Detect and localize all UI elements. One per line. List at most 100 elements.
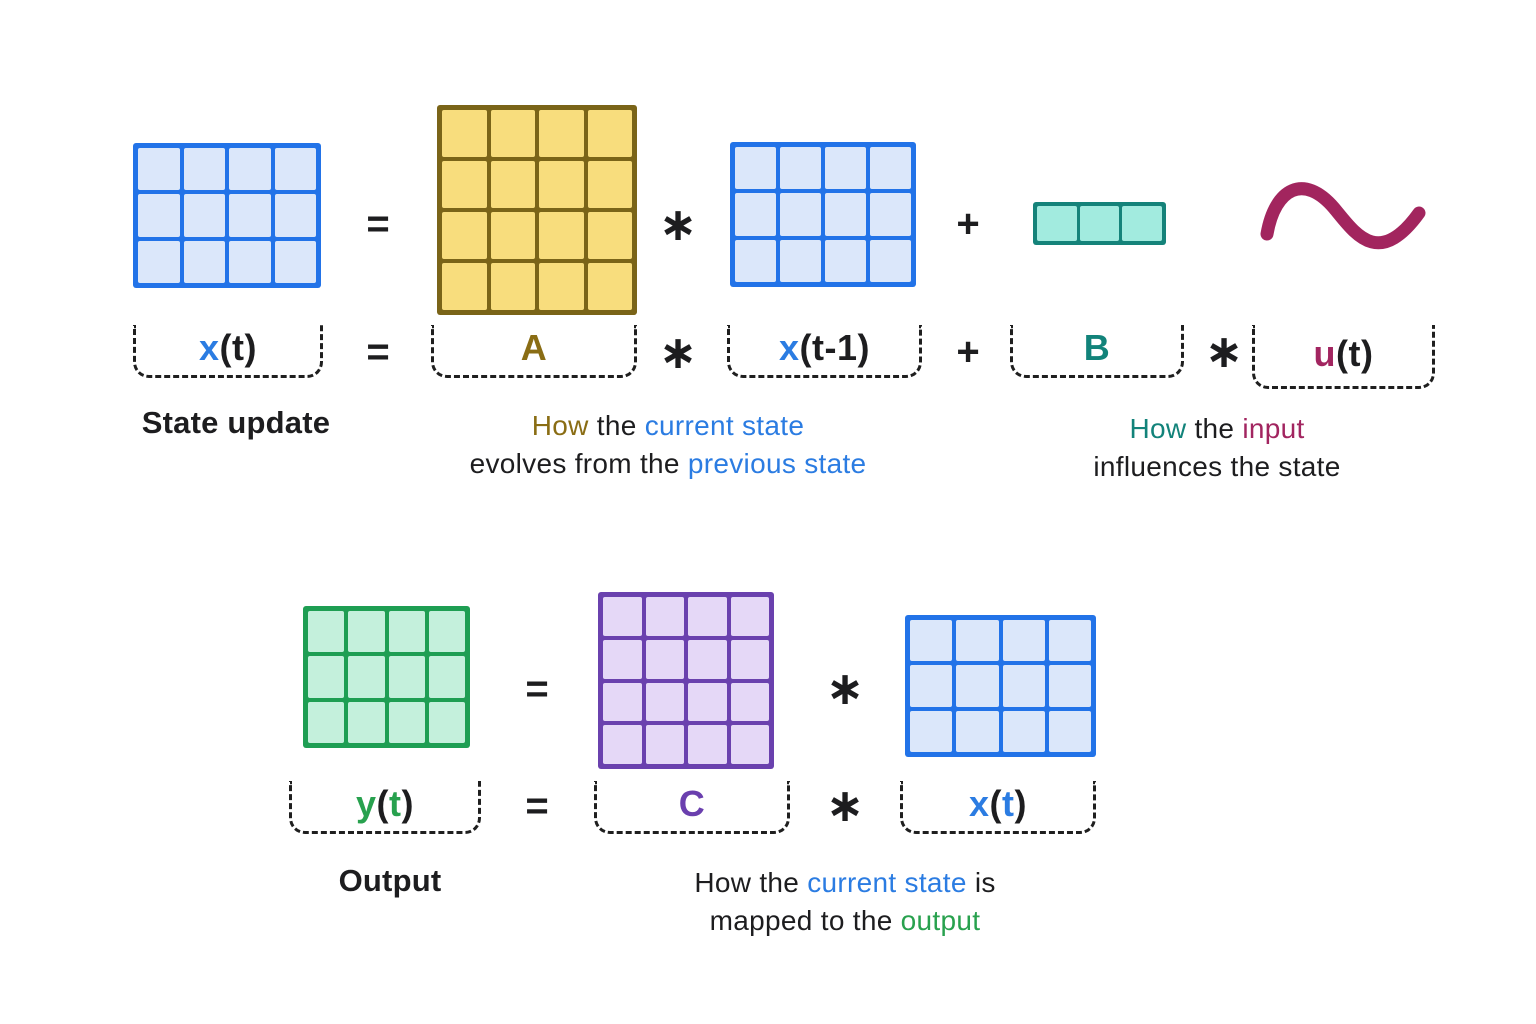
matrix-cell bbox=[308, 656, 345, 698]
matrix-cell bbox=[490, 161, 535, 208]
matrix-cell bbox=[730, 682, 769, 722]
label-c: C bbox=[678, 783, 706, 824]
label-b: B bbox=[1083, 327, 1111, 368]
equals-sign: = bbox=[366, 330, 390, 374]
matrix-cell bbox=[730, 597, 769, 636]
label-y-t: y(t) bbox=[355, 783, 415, 824]
caption-mapped-line1: How the current state is bbox=[694, 867, 996, 898]
matrix-x-t bbox=[133, 143, 321, 288]
matrix-cell bbox=[1048, 710, 1091, 752]
matrix-cell bbox=[603, 725, 642, 764]
matrix-cell bbox=[1048, 620, 1091, 662]
matrix-cell bbox=[910, 620, 953, 662]
matrix-cell bbox=[587, 110, 632, 157]
matrix-cell bbox=[1002, 665, 1045, 707]
label-box-x-t-output: x(t) bbox=[900, 781, 1096, 834]
label-box-u-t: u(t) bbox=[1252, 325, 1435, 389]
matrix-cell bbox=[645, 639, 684, 679]
caption-input-line2: influences the state bbox=[1093, 451, 1341, 482]
matrix-cell bbox=[587, 161, 632, 208]
matrix-cell bbox=[539, 263, 584, 310]
asterisk-icon: ∗ bbox=[825, 661, 865, 715]
plus-sign: + bbox=[956, 202, 980, 246]
asterisk-icon: ∗ bbox=[658, 325, 698, 379]
caption-evolves-line1: How the current state bbox=[531, 410, 805, 441]
matrix-a bbox=[437, 105, 637, 315]
matrix-cell bbox=[735, 147, 776, 190]
matrix-cell bbox=[645, 597, 684, 636]
label-box-x-t-minus-1: x(t-1) bbox=[727, 325, 922, 378]
matrix-cell bbox=[308, 701, 345, 743]
matrix-cell bbox=[388, 656, 425, 698]
matrix-cell bbox=[1037, 206, 1077, 241]
matrix-cell bbox=[1002, 710, 1045, 752]
matrix-cell bbox=[870, 147, 911, 190]
matrix-cell bbox=[442, 110, 487, 157]
matrix-cell bbox=[428, 656, 465, 698]
matrix-cell bbox=[870, 239, 911, 282]
matrix-cell bbox=[348, 611, 385, 653]
matrix-cell bbox=[442, 263, 487, 310]
matrix-cell bbox=[688, 725, 727, 764]
matrix-cell bbox=[1079, 206, 1120, 241]
label-x-t: x(t) bbox=[199, 327, 257, 368]
label-box-b: B bbox=[1010, 325, 1184, 378]
matrix-cell bbox=[735, 239, 776, 282]
caption-evolves-line2: evolves from the previous state bbox=[469, 448, 867, 479]
matrix-cell bbox=[388, 701, 425, 743]
matrix-y-t bbox=[303, 606, 470, 748]
matrix-cell bbox=[735, 193, 776, 236]
matrix-cell bbox=[780, 239, 821, 282]
caption-state-update: State update bbox=[141, 405, 331, 440]
matrix-cell bbox=[825, 147, 866, 190]
matrix-cell bbox=[138, 148, 180, 191]
matrix-cell bbox=[428, 611, 465, 653]
matrix-cell bbox=[587, 263, 632, 310]
caption-output: Output bbox=[338, 863, 442, 898]
label-x-t-output: x(t) bbox=[968, 783, 1028, 824]
matrix-cell bbox=[348, 656, 385, 698]
matrix-cell bbox=[956, 710, 999, 752]
input-signal-wave-icon bbox=[1260, 182, 1426, 250]
matrix-cell bbox=[388, 611, 425, 653]
matrix-cell bbox=[183, 240, 225, 283]
matrix-cell bbox=[645, 682, 684, 722]
matrix-cell bbox=[780, 147, 821, 190]
matrix-cell bbox=[688, 597, 727, 636]
matrix-cell bbox=[539, 110, 584, 157]
matrix-x-t-minus-1 bbox=[730, 142, 916, 287]
matrix-cell bbox=[490, 110, 535, 157]
matrix-cell bbox=[825, 193, 866, 236]
matrix-cell bbox=[1048, 665, 1091, 707]
matrix-cell bbox=[229, 148, 271, 191]
matrix-cell bbox=[688, 639, 727, 679]
matrix-cell bbox=[910, 710, 953, 752]
matrix-cell bbox=[956, 665, 999, 707]
matrix-c bbox=[598, 592, 774, 769]
matrix-cell bbox=[730, 725, 769, 764]
matrix-cell bbox=[183, 194, 225, 237]
plus-sign: + bbox=[956, 330, 980, 374]
matrix-cell bbox=[490, 263, 535, 310]
matrix-cell bbox=[539, 161, 584, 208]
vector-b bbox=[1033, 202, 1166, 245]
matrix-cell bbox=[308, 611, 345, 653]
asterisk-icon: ∗ bbox=[658, 197, 698, 251]
matrix-cell bbox=[587, 212, 632, 259]
label-u-t: u(t) bbox=[1313, 332, 1374, 374]
caption-input-line1: How the input bbox=[1129, 413, 1305, 444]
matrix-cell bbox=[348, 701, 385, 743]
matrix-cell bbox=[825, 239, 866, 282]
matrix-cell bbox=[428, 701, 465, 743]
label-box-a: A bbox=[431, 325, 637, 378]
label-a: A bbox=[520, 327, 548, 368]
label-box-x-t: x(t) bbox=[133, 325, 323, 378]
matrix-cell bbox=[603, 682, 642, 722]
matrix-cell bbox=[870, 193, 911, 236]
matrix-x-t-output bbox=[905, 615, 1096, 757]
asterisk-icon: ∗ bbox=[825, 778, 865, 832]
matrix-cell bbox=[274, 148, 316, 191]
label-box-y-t: y(t) bbox=[289, 781, 481, 834]
equals-sign: = bbox=[366, 202, 390, 246]
